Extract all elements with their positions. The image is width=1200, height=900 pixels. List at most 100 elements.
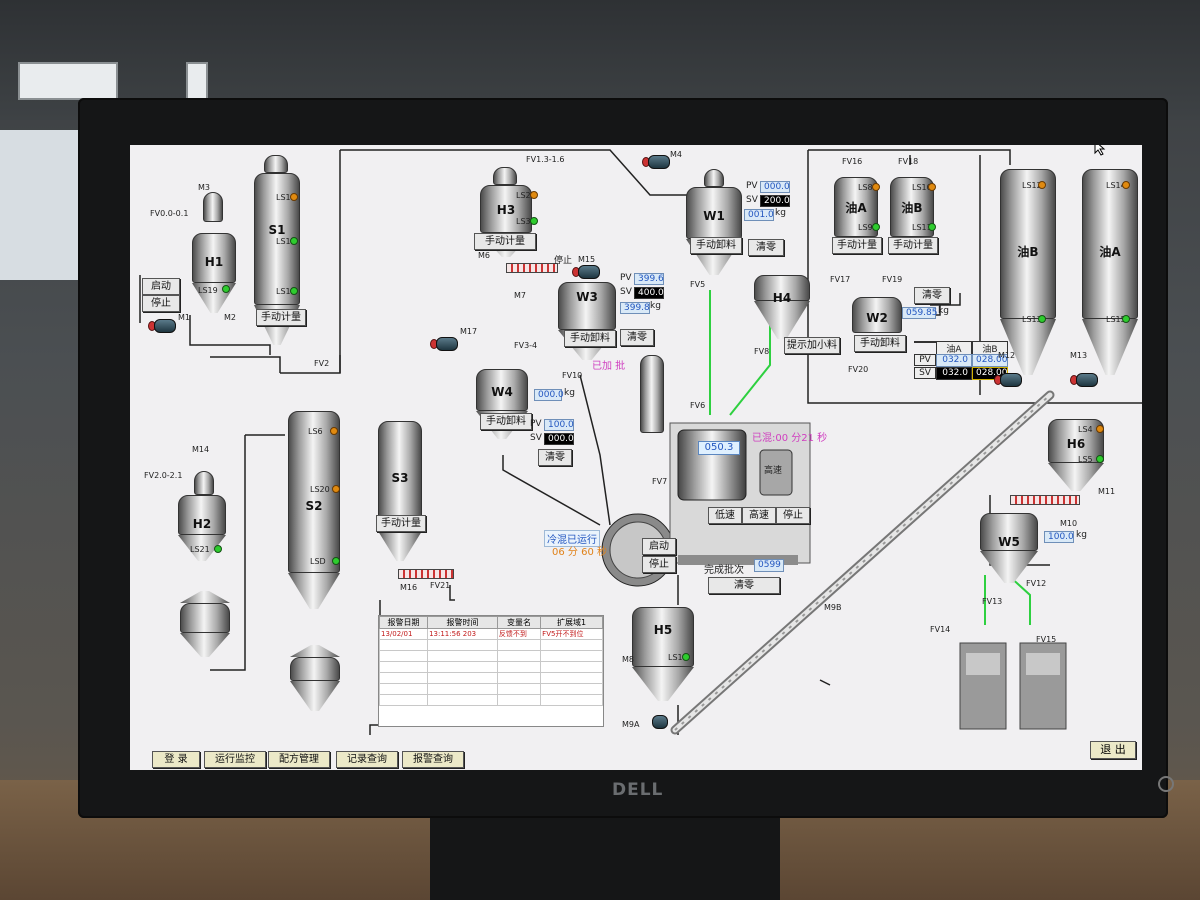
level-sensor-tag: LS6 [308, 427, 323, 436]
alarm-cell: 13/02/01 [378, 628, 429, 640]
w3-pv-readout: 399.6 [634, 273, 664, 285]
oil-b-manual-meter-button[interactable]: 手动计量 [888, 237, 938, 254]
vessel-label: H1 [204, 255, 224, 269]
menu-recipe-management[interactable]: 配方管理 [268, 751, 330, 768]
w1-clear-button[interactable]: 清零 [748, 239, 784, 256]
motor-icon [652, 715, 668, 729]
w4-manual-unload-button[interactable]: 手动卸料 [480, 413, 532, 430]
level-sensor-indicator [928, 183, 936, 191]
w3-clear-button[interactable]: 清零 [620, 329, 654, 346]
level-sensor-tag: LS11 [912, 223, 932, 232]
oil-a-sv-input[interactable]: 032.0 [936, 367, 972, 380]
start-button[interactable]: 启动 [142, 278, 180, 295]
valve-tag: FV5 [690, 280, 706, 289]
vessel-label: S3 [391, 471, 409, 485]
level-sensor-indicator [222, 285, 230, 293]
tank-h6 [1048, 419, 1104, 463]
sv-label: SV [746, 195, 758, 205]
cool-mixer-running-label: 冷混已运行 [544, 530, 600, 547]
cursor-icon [1094, 145, 1106, 156]
w4-clear-button[interactable]: 清零 [538, 449, 572, 466]
unit-label: kg [1076, 530, 1087, 540]
alarm-row [378, 672, 603, 684]
level-sensor-tag: LSD [310, 557, 326, 566]
level-sensor-tag: LS16 [276, 193, 296, 202]
h3-manual-meter-button[interactable]: 手动计量 [474, 233, 536, 250]
power-button[interactable] [1158, 776, 1174, 792]
vessel-label: W1 [703, 209, 725, 223]
vessel-label: 油B [901, 201, 923, 215]
exit-button[interactable]: 退 出 [1090, 741, 1136, 759]
h4-prompt-add-button[interactable]: 提示加小料 [784, 337, 840, 354]
sv-label: SV [620, 287, 632, 297]
w1-manual-unload-button[interactable]: 手动卸料 [690, 237, 742, 254]
vessel-label: W5 [998, 535, 1020, 549]
valve-tag: FV2 [314, 359, 330, 368]
tank-h4 [754, 275, 810, 301]
cool-mixer-stop-button[interactable]: 停止 [642, 556, 676, 573]
batch-clear-button[interactable]: 清零 [708, 577, 780, 594]
vessel-label: H3 [496, 203, 516, 217]
level-sensor-indicator [1096, 425, 1104, 433]
valve-tag: FV8 [754, 347, 770, 356]
s1-manual-meter-button[interactable]: 手动计量 [256, 309, 306, 326]
motor-icon [578, 265, 600, 279]
w2-manual-unload-button[interactable]: 手动卸料 [854, 335, 906, 352]
mixer-stop-button[interactable]: 停止 [776, 507, 810, 524]
feeder-column [640, 355, 664, 433]
menu-record-query[interactable]: 记录查询 [336, 751, 398, 768]
valve-tag: FV7 [652, 477, 668, 486]
scale-w1 [686, 187, 742, 239]
level-sensor-indicator [330, 427, 338, 435]
tank-h1-top [203, 192, 223, 222]
level-sensor-tag: LS19 [198, 286, 218, 295]
scale-w1-top [704, 169, 724, 187]
vessel-label: 油B [1017, 245, 1039, 259]
valve-tag: FV19 [882, 275, 903, 284]
valve-tag: FV14 [930, 625, 951, 634]
w4-sv-input[interactable]: 000.0 [544, 433, 574, 445]
alarm-row[interactable]: 13/02/01 13:11:56 203 反馈不到 FV5开不到位 [378, 628, 603, 640]
level-sensor-tag: LS21 [190, 545, 210, 554]
motor-tag: M3 [198, 183, 210, 192]
level-sensor-indicator [530, 191, 538, 199]
w4-pv-readout: 100.0 [544, 419, 574, 431]
oil-a-pv-readout: 032.0 [936, 354, 972, 367]
oil-a-storage-tank [1082, 169, 1138, 319]
alarm-cell: FV5开不到位 [540, 628, 603, 640]
level-sensor-tag: LS12 [1022, 181, 1042, 190]
w5-weight-readout: 100.0 [1044, 531, 1074, 543]
sv-label: SV [914, 367, 936, 379]
alarm-row [378, 650, 603, 662]
valve-tag: FV20 [848, 365, 869, 374]
menu-run-monitor[interactable]: 运行监控 [204, 751, 266, 768]
ceiling-lamp [186, 62, 208, 100]
batch-label: 完成批次 [704, 565, 744, 576]
level-sensor-indicator [214, 545, 222, 553]
level-sensor-indicator [872, 183, 880, 191]
stop-button[interactable]: 停止 [142, 295, 180, 312]
w2-clear-button[interactable]: 清零 [914, 287, 950, 304]
level-sensor-tag: LS15 [1106, 315, 1126, 324]
vessel-label: 油A [845, 201, 867, 215]
high-speed-button[interactable]: 高速 [742, 507, 776, 524]
w1-sv-input[interactable]: 200.0 [760, 195, 790, 207]
s3-manual-meter-button[interactable]: 手动计量 [376, 515, 426, 532]
pv-label: PV [530, 419, 542, 429]
level-sensor-tag: LS18 [276, 287, 296, 296]
unit-label: kg [564, 388, 575, 398]
level-sensor-indicator [530, 217, 538, 225]
w2-weight-readout: 059.85 [902, 307, 938, 319]
w3-sv-input[interactable]: 400.0 [634, 287, 664, 299]
w3-manual-unload-button[interactable]: 手动卸料 [564, 330, 616, 347]
level-sensor-tag: LS10 [912, 183, 932, 192]
menu-alarm-query[interactable]: 报警查询 [402, 751, 464, 768]
menu-login[interactable]: 登 录 [152, 751, 200, 768]
sv-label: SV [530, 433, 542, 443]
oil-a-manual-meter-button[interactable]: 手动计量 [832, 237, 882, 254]
motor-tag: M17 [460, 327, 478, 336]
motor-tag: M4 [670, 150, 682, 159]
cool-mixer-start-button[interactable]: 启动 [642, 538, 676, 555]
low-speed-button[interactable]: 低速 [708, 507, 742, 524]
level-sensor-tag: LS14 [1106, 181, 1126, 190]
